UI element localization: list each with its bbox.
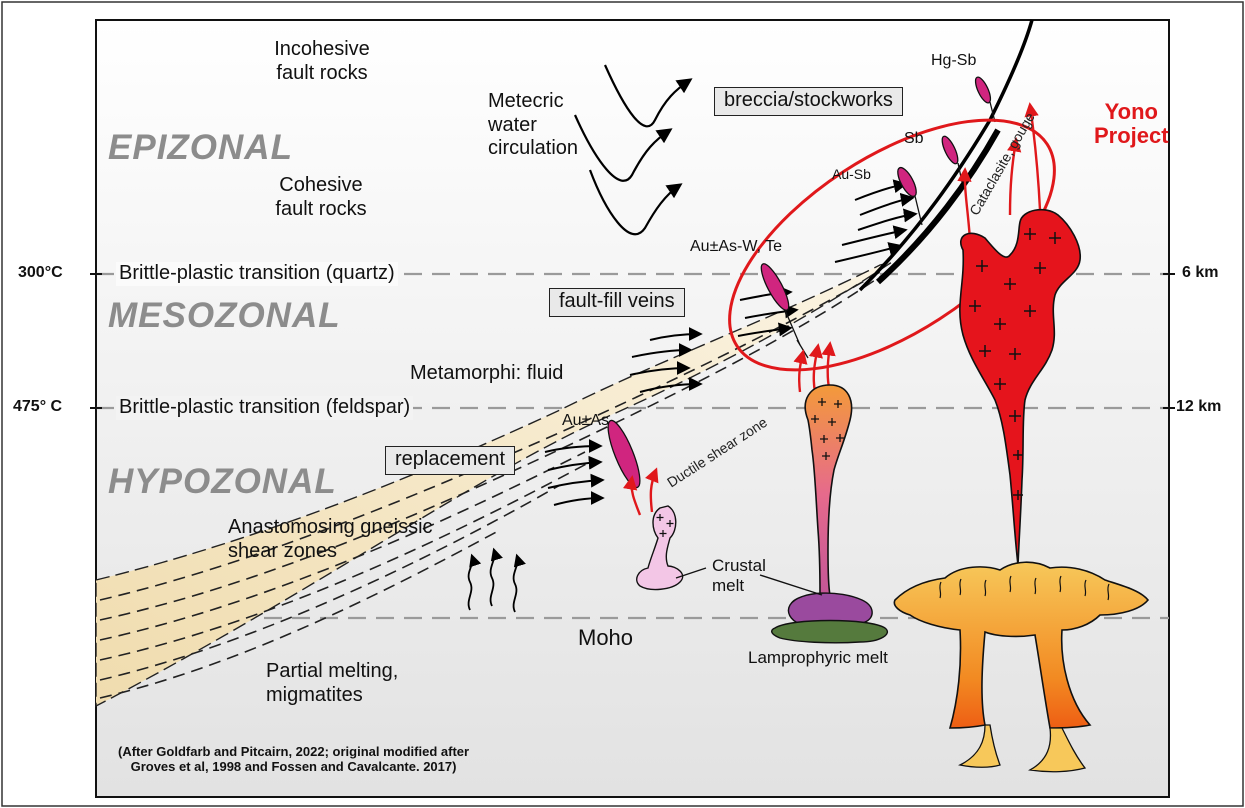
meteoric-line2: water <box>488 114 578 138</box>
deposit-hg-sb: Hg-Sb <box>931 52 976 71</box>
temp-300: 300°C <box>18 264 63 282</box>
crustal-melt-label: Crustal melt <box>712 556 766 596</box>
lamprophyric-label: Lamprophyric melt <box>748 648 888 668</box>
replacement-box: replacement <box>385 446 515 475</box>
citation: (After Goldfarb and Pitcairn, 2022; orig… <box>118 744 469 775</box>
zone-hypozonal: HYPOZONAL <box>108 462 337 502</box>
fault-fill-veins-box: fault-fill veins <box>549 288 685 317</box>
breccia-box: breccia/stockworks <box>714 87 903 116</box>
deposit-au-sb: Au-Sb <box>832 166 871 183</box>
zone-mesozonal: MESOZONAL <box>108 296 341 336</box>
citation-line2: Groves et al, 1998 and Fossen and Cavalc… <box>118 759 469 774</box>
yono-line1: Yono <box>1094 100 1169 124</box>
partial-line1: Partial melting, <box>266 660 398 684</box>
meteoric-line3: circulation <box>488 137 578 161</box>
meteoric-label: Metecric water circulation <box>488 90 578 161</box>
feldspar-transition-label: Brittle-plastic transition (feldspar) <box>116 396 413 420</box>
partial-melting-label: Partial melting, migmatites <box>266 660 398 707</box>
depth-6km: 6 km <box>1182 264 1218 282</box>
deposit-sb: Sb <box>904 130 924 149</box>
incohesive-label: Incohesive fault rocks <box>264 38 380 85</box>
anastomosing-line2: shear zones <box>228 540 433 564</box>
meteoric-line1: Metecric <box>488 90 578 114</box>
lamprophyric-body <box>772 621 888 643</box>
crustal-line1: Crustal <box>712 556 766 576</box>
yono-project-label: Yono Project <box>1094 100 1169 148</box>
deposit-au-as-w-te: Au±As-W, Te <box>690 238 782 257</box>
quartz-transition-label: Brittle-plastic transition (quartz) <box>116 262 398 286</box>
cohesive-line2: fault rocks <box>262 198 380 222</box>
partial-line2: migmatites <box>266 684 398 708</box>
cohesive-line1: Cohesive <box>262 174 380 198</box>
yono-line2: Project <box>1094 124 1169 148</box>
metamorphic-fluid-label: Metamorphi: fluid <box>410 362 563 386</box>
deposit-au-as: Au±As <box>562 412 609 431</box>
incohesive-line1: Incohesive <box>264 38 380 62</box>
anastomosing-line1: Anastomosing gneissic <box>228 516 433 540</box>
zone-epizonal: EPIZONAL <box>108 128 293 168</box>
moho-label: Moho <box>578 625 633 651</box>
anastomosing-label: Anastomosing gneissic shear zones <box>228 516 433 563</box>
incohesive-line2: fault rocks <box>264 62 380 86</box>
temp-475: 475° C <box>13 398 62 416</box>
cohesive-label: Cohesive fault rocks <box>262 174 380 221</box>
crustal-line2: melt <box>712 576 766 596</box>
depth-12km: 12 km <box>1176 398 1221 416</box>
citation-line1: (After Goldfarb and Pitcairn, 2022; orig… <box>118 744 469 759</box>
